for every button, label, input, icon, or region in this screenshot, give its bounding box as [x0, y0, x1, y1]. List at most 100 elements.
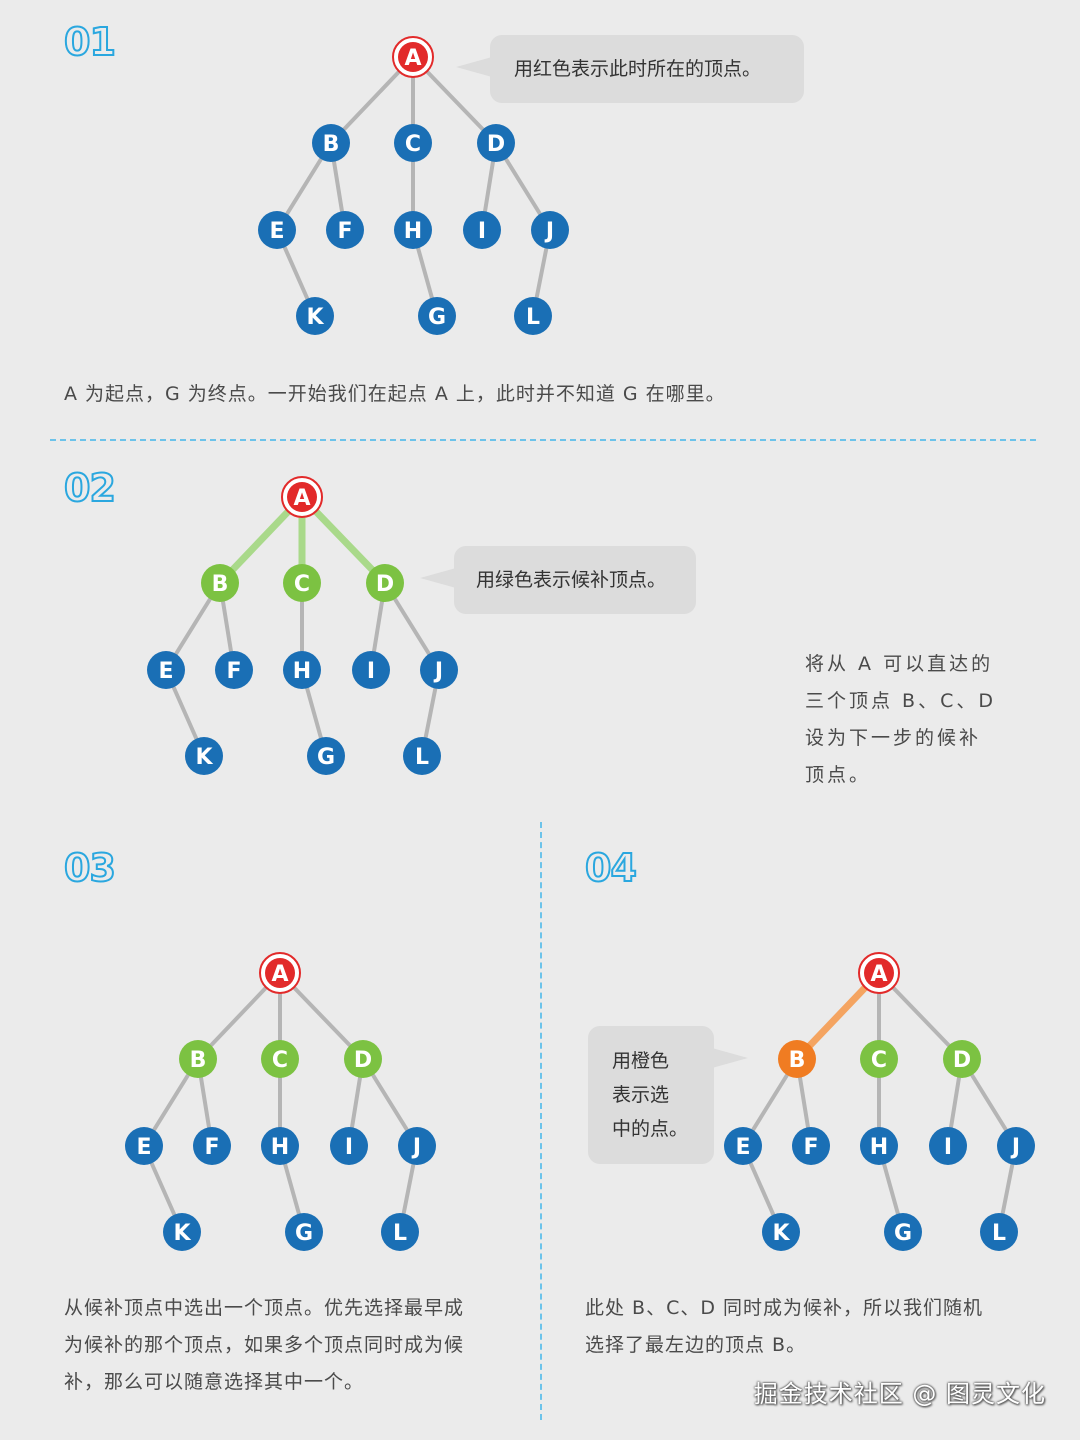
step-number-4: 04 [584, 845, 638, 891]
speech-bubble-step-4: 用橙色 表示选 中的点。 [588, 1026, 748, 1164]
node-label-C: C [272, 1048, 288, 1073]
node-E: E [724, 1127, 762, 1165]
node-label-A: A [293, 486, 310, 511]
node-C: C [261, 1040, 299, 1078]
node-label-J: J [433, 659, 443, 684]
node-label-I: I [478, 219, 486, 244]
caption-step-3-line-3: 补，那么可以随意选择其中一个。 [64, 1371, 365, 1393]
node-label-H: H [870, 1135, 888, 1160]
node-D: D [943, 1040, 981, 1078]
node-F: F [215, 651, 253, 689]
node-L: L [403, 737, 441, 775]
node-H: H [261, 1127, 299, 1165]
node-label-E: E [735, 1135, 750, 1160]
node-K: K [163, 1213, 201, 1251]
node-label-F: F [803, 1135, 818, 1160]
node-label-I: I [367, 659, 375, 684]
side-text-step-2: 将从 A 可以直达的 三个顶点 B、C、D 设为下一步的候补 顶点。 [805, 646, 1025, 794]
node-label-K: K [195, 745, 213, 770]
node-F: F [326, 211, 364, 249]
node-label-A: A [271, 962, 288, 987]
node-G: G [285, 1213, 323, 1251]
node-label-C: C [871, 1048, 887, 1073]
node-J: J [398, 1127, 436, 1165]
bubble-line-3: 中的点。 [612, 1118, 689, 1140]
speech-bubble-step-2: 用绿色表示候补顶点。 [420, 546, 696, 614]
graph-step-4: A B C D E F H I J K G L [724, 952, 1035, 1251]
node-label-I: I [944, 1135, 952, 1160]
node-label-J: J [411, 1135, 421, 1160]
node-label-F: F [337, 219, 352, 244]
caption-step-4-line-2: 选择了最左边的顶点 B。 [585, 1334, 807, 1356]
node-label-K: K [772, 1221, 790, 1246]
node-B: B [179, 1040, 217, 1078]
node-label-K: K [173, 1221, 191, 1246]
graph-step-3: A B C D E F H I J K G L [125, 952, 436, 1251]
node-H: H [860, 1127, 898, 1165]
node-label-H: H [404, 219, 422, 244]
node-label-H: H [293, 659, 311, 684]
section-divider-horizontal [50, 439, 1036, 441]
node-I: I [463, 211, 501, 249]
bubble-text-step-1: 用红色表示此时所在的顶点。 [514, 58, 762, 80]
node-F: F [193, 1127, 231, 1165]
node-D: D [344, 1040, 382, 1078]
node-J: J [420, 651, 458, 689]
node-J: J [997, 1127, 1035, 1165]
node-label-L: L [415, 745, 429, 770]
node-label-G: G [428, 305, 446, 330]
node-label-C: C [294, 572, 310, 597]
node-label-G: G [317, 745, 335, 770]
node-B: B [778, 1040, 816, 1078]
node-label-D: D [953, 1048, 971, 1073]
node-label-B: B [212, 572, 229, 597]
node-G: G [307, 737, 345, 775]
node-label-F: F [204, 1135, 219, 1160]
step-number-2: 02 [63, 465, 117, 511]
caption-step-3-line-1: 从候补顶点中选出一个顶点。优先选择最早成 [64, 1297, 465, 1319]
node-label-G: G [295, 1221, 313, 1246]
bubble-text-step-2: 用绿色表示候补顶点。 [476, 569, 667, 591]
speech-bubble-step-1: 用红色表示此时所在的顶点。 [456, 35, 804, 103]
node-label-A: A [404, 46, 421, 71]
node-label-D: D [354, 1048, 372, 1073]
section-divider-vertical [540, 822, 542, 1420]
node-label-E: E [136, 1135, 151, 1160]
node-H: H [283, 651, 321, 689]
node-label-C: C [405, 132, 421, 157]
watermark: 掘金技术社区 @ 图灵文化 [753, 1380, 1046, 1408]
node-D: D [477, 124, 515, 162]
node-label-H: H [271, 1135, 289, 1160]
node-F: F [792, 1127, 830, 1165]
node-L: L [514, 297, 552, 335]
node-label-B: B [190, 1048, 207, 1073]
node-label-K: K [306, 305, 324, 330]
node-B: B [201, 564, 239, 602]
node-A: A [858, 952, 900, 994]
node-A: A [259, 952, 301, 994]
node-label-G: G [894, 1221, 912, 1246]
node-A: A [281, 476, 323, 518]
node-I: I [929, 1127, 967, 1165]
node-label-I: I [345, 1135, 353, 1160]
node-J: J [531, 211, 569, 249]
node-G: G [418, 297, 456, 335]
node-label-D: D [487, 132, 505, 157]
caption-step-4: 此处 B、C、D 同时成为候补，所以我们随机 选择了最左边的顶点 B。 [585, 1290, 1045, 1364]
node-C: C [283, 564, 321, 602]
node-label-F: F [226, 659, 241, 684]
step-number-1: 01 [63, 19, 117, 65]
node-L: L [381, 1213, 419, 1251]
node-C: C [394, 124, 432, 162]
node-K: K [185, 737, 223, 775]
node-L: L [980, 1213, 1018, 1251]
node-I: I [330, 1127, 368, 1165]
side-text-line-3: 设为下一步的候补 [805, 727, 982, 749]
node-label-L: L [526, 305, 540, 330]
node-B: B [312, 124, 350, 162]
node-D: D [366, 564, 404, 602]
node-K: K [296, 297, 334, 335]
